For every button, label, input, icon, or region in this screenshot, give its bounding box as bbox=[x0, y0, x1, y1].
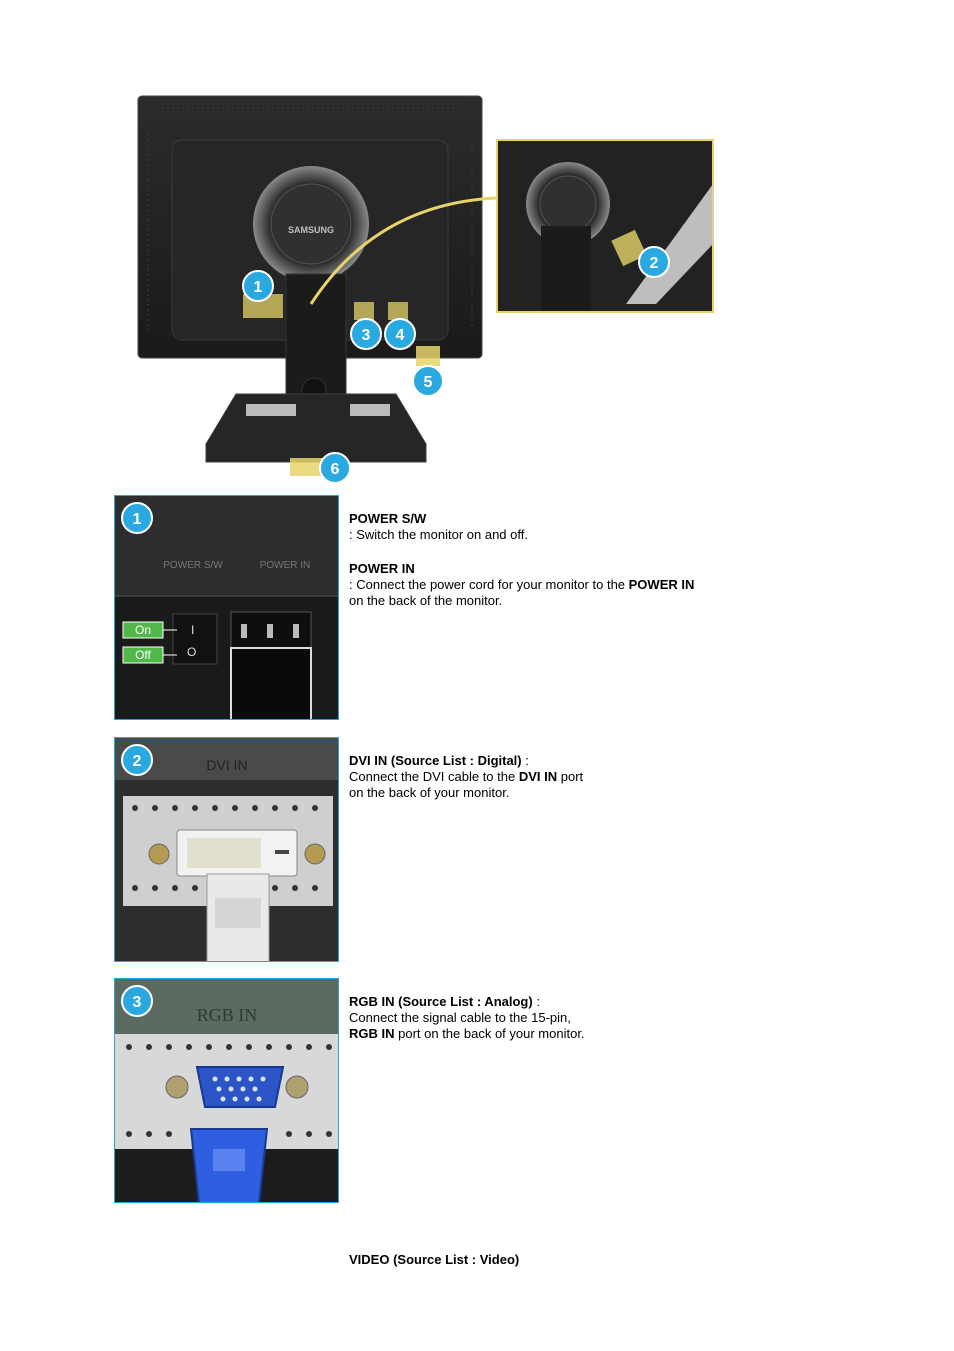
svg-text:2: 2 bbox=[650, 255, 659, 272]
callout-4: 4 bbox=[384, 318, 416, 350]
svg-text:2: 2 bbox=[133, 753, 142, 770]
dvi-title: DVI IN (Source List : Digital) : bbox=[349, 753, 529, 768]
svg-text:5: 5 bbox=[424, 374, 433, 391]
on-symbol: I bbox=[191, 623, 194, 637]
rgb-description: RGB IN (Source List : Analog) : Connect … bbox=[349, 994, 769, 1042]
power-in-desc: : Connect the power cord for your monito… bbox=[349, 577, 695, 592]
off-symbol: O bbox=[187, 645, 196, 659]
power-in-title: POWER IN bbox=[349, 561, 415, 576]
step-badge-2 bbox=[121, 744, 153, 776]
callout-5: 5 bbox=[412, 365, 444, 397]
off-label: Off bbox=[135, 648, 151, 662]
dvi-port-label: DVI IN bbox=[206, 757, 247, 773]
power-ports-photo: POWER S/W POWER IN I O On Off 1 bbox=[114, 495, 339, 720]
power-description: POWER S/W : Switch the monitor on and of… bbox=[349, 511, 769, 609]
step-badge-1 bbox=[121, 502, 153, 534]
svg-text:3: 3 bbox=[362, 327, 371, 344]
callout-2: 2 bbox=[638, 246, 670, 278]
rgb-port-photo: RGB IN 3 bbox=[114, 978, 339, 1203]
rgb-port-label: RGB IN bbox=[197, 1005, 258, 1025]
power-sw-title: POWER S/W bbox=[349, 511, 427, 526]
power-in-desc-2: on the back of the monitor. bbox=[349, 593, 503, 608]
svg-text:1: 1 bbox=[254, 279, 263, 296]
dvi-description: DVI IN (Source List : Digital) : Connect… bbox=[349, 753, 769, 801]
dvi-desc-1: Connect the DVI cable to the DVI IN port bbox=[349, 769, 584, 784]
power-sw-port-label: POWER S/W bbox=[163, 560, 223, 571]
monitor-rear-illustration: SAMSUNG 1 2 3 bbox=[137, 95, 714, 484]
power-in-port-label: POWER IN bbox=[260, 560, 311, 571]
dvi-desc-2: on the back of your monitor. bbox=[349, 785, 510, 800]
svg-text:6: 6 bbox=[331, 461, 340, 478]
rgb-desc-2: RGB IN port on the back of your monitor. bbox=[349, 1026, 585, 1041]
step-badge-3 bbox=[121, 985, 153, 1017]
rgb-desc-1: Connect the signal cable to the 15-pin, bbox=[349, 1010, 571, 1025]
callout-3: 3 bbox=[350, 318, 382, 350]
video-title: VIDEO (Source List : Video) bbox=[349, 1252, 520, 1267]
svg-text:3: 3 bbox=[133, 994, 142, 1011]
svg-text:1: 1 bbox=[133, 511, 142, 528]
on-label: On bbox=[135, 623, 151, 637]
rgb-title: RGB IN (Source List : Analog) : bbox=[349, 994, 540, 1009]
power-sw-desc: : Switch the monitor on and off. bbox=[349, 527, 528, 542]
dvi-port-photo: DVI IN 2 bbox=[114, 737, 339, 962]
monitor-rear-figure: SAMSUNG 1 2 3 bbox=[136, 94, 716, 486]
callout-1: 1 bbox=[242, 270, 274, 302]
video-section: VIDEO (Source List : Video) bbox=[349, 1252, 769, 1268]
svg-text:4: 4 bbox=[396, 327, 405, 344]
callout-6: 6 bbox=[319, 452, 351, 484]
brand-label: SAMSUNG bbox=[288, 225, 334, 235]
